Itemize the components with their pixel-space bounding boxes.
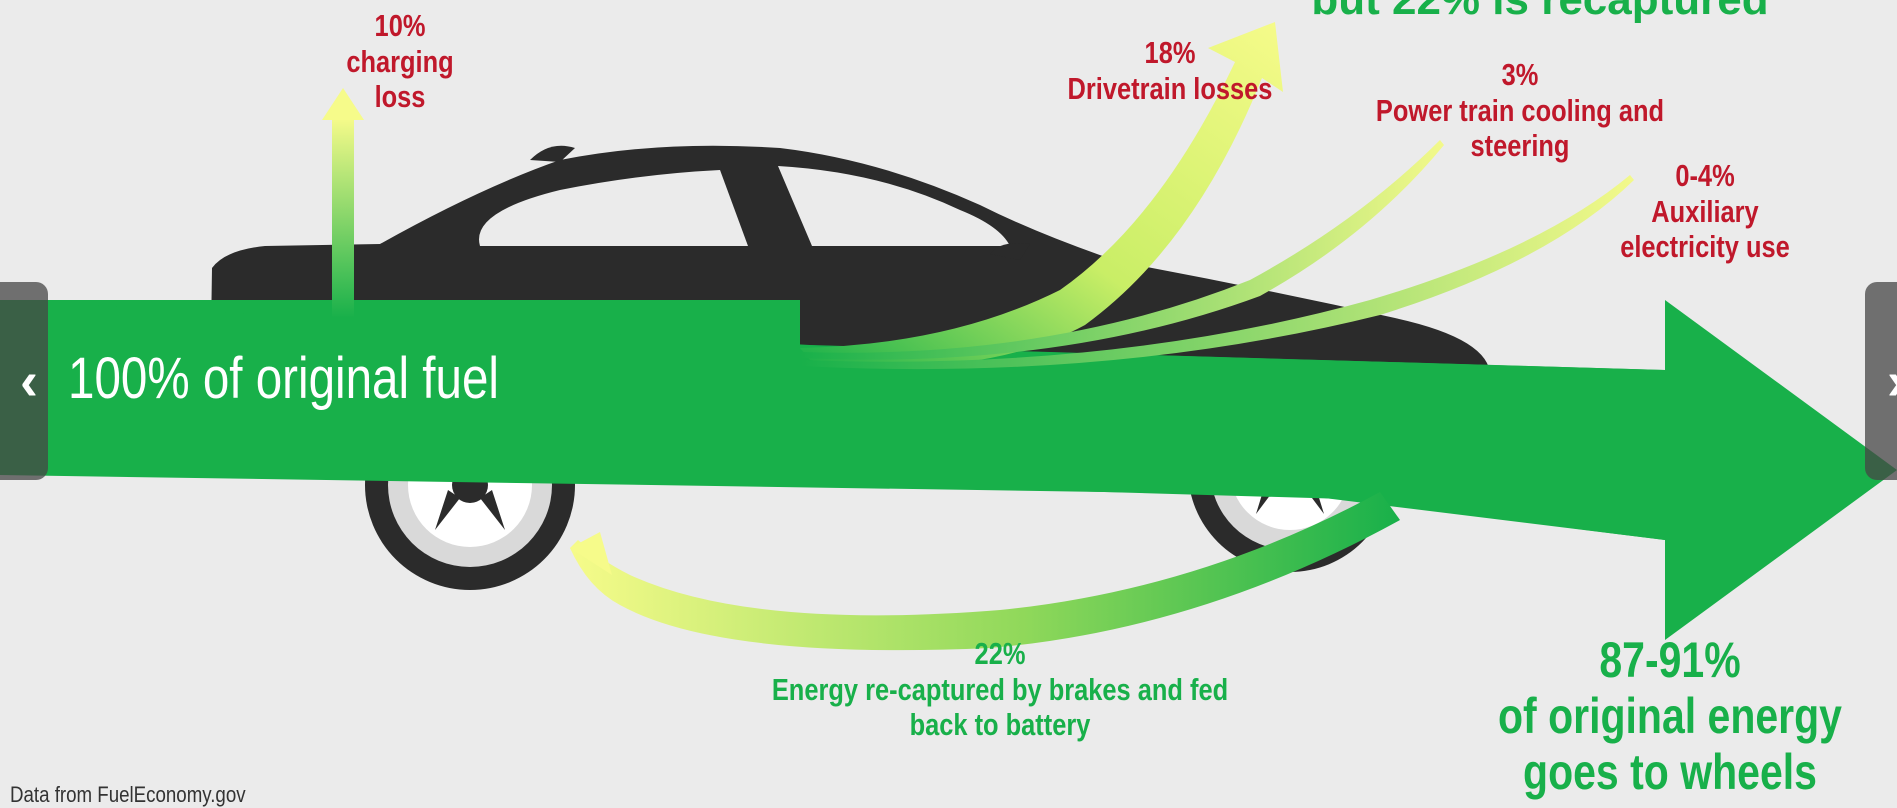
charging-loss-label: 10% charging loss [343, 8, 458, 115]
auxiliary-loss-percent: 0-4% [1675, 158, 1735, 193]
recapture-flow-head [570, 532, 612, 575]
drivetrain-loss-label: 18% Drivetrain losses [1047, 35, 1293, 106]
main-flow-label: 100% of original fuel [68, 346, 499, 411]
charging-loss-line1: charging [346, 43, 454, 79]
recapture-line2: back to battery [909, 707, 1091, 743]
drivetrain-loss-percent: 18% [1144, 35, 1196, 70]
charging-loss-percent: 10% [374, 8, 426, 43]
cooling-loss-percent: 3% [1501, 57, 1539, 92]
cooling-loss-line1: Power train cooling and [1375, 92, 1665, 128]
chevron-left-icon: ‹ [20, 351, 38, 411]
source-credit: Data from FuelEconomy.gov [10, 782, 246, 807]
next-slide-button[interactable]: › [1865, 282, 1897, 480]
cooling-loss-flow [800, 140, 1444, 360]
output-line1: of original energy [1497, 688, 1842, 744]
output-line2: goes to wheels [1523, 744, 1817, 800]
previous-slide-button[interactable]: ‹ [0, 282, 48, 480]
recapture-line1: Energy re-captured by brakes and fed [771, 671, 1229, 707]
header-title: but 22% is recaptured [1311, 0, 1768, 24]
recapture-label: 22% Energy re-captured by brakes and fed… [770, 636, 1229, 743]
car-front-window [778, 166, 1010, 246]
main-flow-bar [0, 300, 1665, 540]
charging-loss-arrow [322, 88, 364, 318]
auxiliary-loss-label: 0-4% Auxiliary electricity use [1611, 158, 1800, 265]
output-percent: 87-91% [1599, 632, 1741, 688]
recapture-percent: 22% [974, 636, 1026, 671]
recapture-flow [570, 492, 1400, 651]
output-label: 87-91% of original energy goes to wheels [1486, 632, 1855, 800]
drivetrain-loss-text: Drivetrain losses [1067, 70, 1273, 106]
cooling-loss-line2: steering [1470, 128, 1570, 164]
auxiliary-loss-line2: electricity use [1620, 229, 1790, 265]
auxiliary-loss-flow [800, 175, 1634, 370]
car-rear-window [479, 170, 748, 246]
chevron-right-icon: › [1887, 350, 1897, 412]
auxiliary-loss-line1: Auxiliary [1651, 193, 1759, 229]
charging-loss-line2: loss [374, 79, 426, 115]
drivetrain-loss-arrow [800, 22, 1283, 367]
cooling-loss-label: 3% Power train cooling and steering [1364, 57, 1676, 164]
